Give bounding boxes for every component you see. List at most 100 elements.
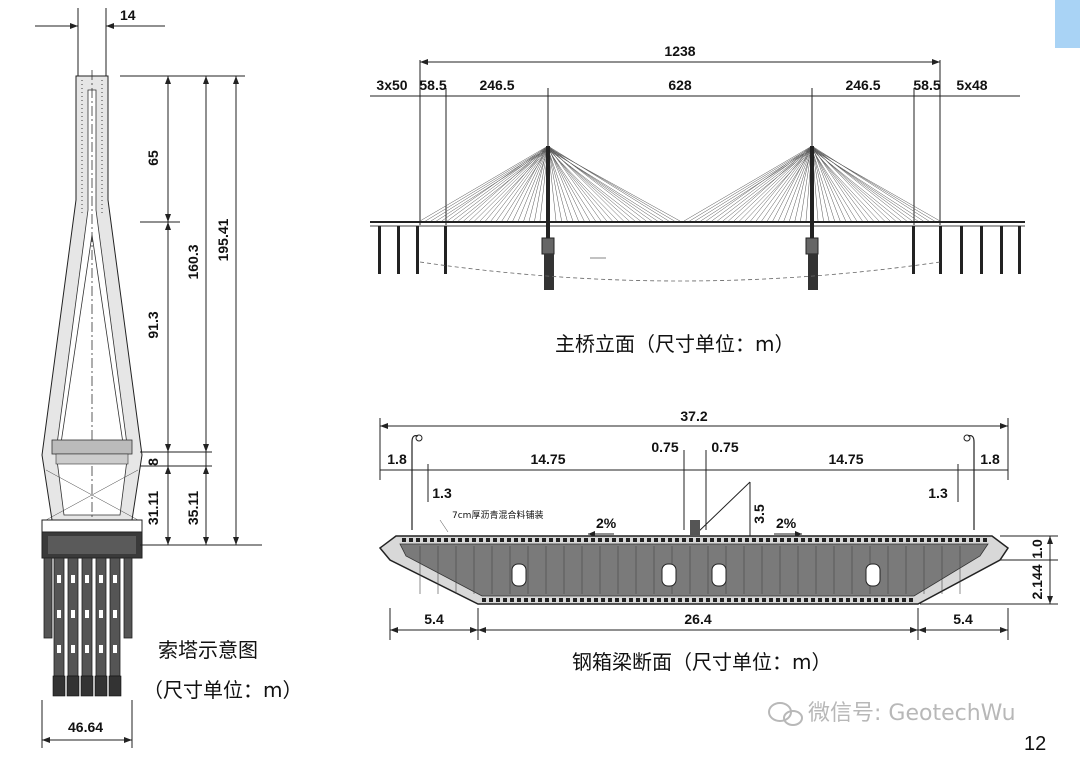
stay-cable — [447, 146, 549, 222]
top-stud — [892, 538, 896, 542]
top-stud — [738, 538, 742, 542]
top-stud — [668, 538, 672, 542]
bottom-stud — [489, 598, 493, 602]
span-left-aux: 58.5 — [419, 77, 446, 93]
stay-cable — [490, 146, 549, 222]
tower-diagram: 14 — [35, 7, 302, 748]
stay-cable — [547, 146, 585, 222]
height-1-0: 1.0 — [1029, 539, 1045, 559]
top-stud — [906, 538, 910, 542]
top-stud — [794, 538, 798, 542]
bottom-stud — [692, 598, 696, 602]
top-stud — [584, 538, 588, 542]
top-stud — [605, 538, 609, 542]
bottom-center-width: 26.4 — [684, 611, 711, 627]
top-stud — [542, 538, 546, 542]
stay-cable — [547, 145, 579, 222]
top-stud — [451, 538, 455, 542]
top-stud — [626, 538, 630, 542]
top-stud — [927, 538, 931, 542]
bottom-stud — [629, 598, 633, 602]
bottom-stud — [867, 598, 871, 602]
top-stud — [787, 538, 791, 542]
bottom-stud — [720, 598, 724, 602]
top-stud — [920, 538, 924, 542]
top-stud — [563, 538, 567, 542]
top-stud — [780, 538, 784, 542]
bottom-stud — [615, 598, 619, 602]
bottom-stud — [846, 598, 850, 602]
span-left-side: 246.5 — [479, 77, 514, 93]
bottom-stud — [832, 598, 836, 602]
top-stud — [752, 538, 756, 542]
watermark: 微信号: GeotechWu — [768, 701, 1016, 726]
stay-cable — [547, 148, 641, 222]
stay-cable — [547, 146, 562, 222]
bottom-stud — [496, 598, 500, 602]
stay-cable — [811, 147, 918, 222]
stay-cable — [501, 148, 549, 222]
bottom-stud — [860, 598, 864, 602]
right-curb-width: 1.3 — [928, 485, 948, 501]
top-stud — [850, 538, 854, 542]
stay-cable — [811, 147, 830, 222]
bottom-stud — [566, 598, 570, 602]
top-stud — [829, 538, 833, 542]
top-stud — [430, 538, 434, 542]
bottom-stud — [769, 598, 773, 602]
dim-35-11: 35.11 — [185, 491, 201, 525]
top-stud — [409, 538, 413, 542]
stay-cable — [547, 146, 675, 222]
bottom-stud — [524, 598, 528, 602]
span-right-side: 246.5 — [845, 77, 880, 93]
slope-left: 2% — [596, 515, 617, 531]
stay-cable — [811, 148, 902, 222]
top-stud — [535, 538, 539, 542]
bottom-stud — [839, 598, 843, 602]
top-stud — [822, 538, 826, 542]
stay-cable — [547, 148, 619, 222]
bottom-stud — [790, 598, 794, 602]
stay-cable — [811, 145, 841, 222]
bottom-stud — [580, 598, 584, 602]
bottom-stud — [636, 598, 640, 602]
stay-cable — [496, 147, 549, 222]
bottom-stud — [888, 598, 892, 602]
top-stud — [983, 538, 987, 542]
stay-cable — [789, 148, 813, 222]
right-edge-width: 1.8 — [980, 451, 1000, 467]
span-right-aux: 58.5 — [913, 77, 940, 93]
stay-cable — [507, 145, 549, 222]
top-stud — [864, 538, 868, 542]
slope-right: 2% — [776, 515, 797, 531]
stay-cable — [463, 145, 549, 222]
bottom-stud — [706, 598, 710, 602]
top-stud — [934, 538, 938, 542]
top-stud — [948, 538, 952, 542]
stay-cable — [750, 145, 813, 222]
bottom-stud — [895, 598, 899, 602]
bottom-stud — [818, 598, 822, 602]
stay-cable — [474, 147, 549, 222]
top-stud — [682, 538, 686, 542]
stay-cable — [547, 148, 664, 222]
bottom-left-width: 5.4 — [424, 611, 444, 627]
top-stud — [766, 538, 770, 542]
stay-cable — [711, 146, 813, 222]
stay-cable — [811, 148, 858, 222]
span-left-approach: 3x50 — [376, 77, 407, 93]
top-stud — [857, 538, 861, 542]
stay-cable — [419, 145, 549, 222]
top-stud — [591, 538, 595, 542]
stay-cable — [694, 147, 813, 222]
right-lane-width: 14.75 — [828, 451, 863, 467]
top-stud — [458, 538, 462, 542]
stay-cable — [547, 147, 591, 222]
stay-cable — [811, 148, 835, 222]
bottom-stud — [713, 598, 717, 602]
top-stud — [479, 538, 483, 542]
top-stud — [913, 538, 917, 542]
stay-cable — [512, 146, 549, 222]
bottom-stud — [699, 598, 703, 602]
